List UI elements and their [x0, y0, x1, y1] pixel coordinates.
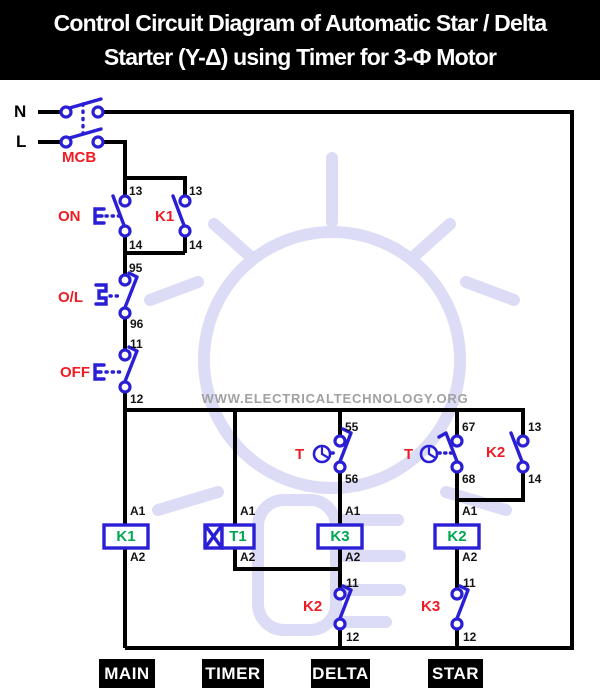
k2-coil-box: [433, 523, 481, 550]
terminal-number: A2: [130, 550, 146, 564]
push-button-actuator-icon: [93, 363, 106, 381]
on-button-label: ON: [58, 208, 81, 225]
terminal-number: 13: [528, 420, 542, 434]
k1-holding-contact-icon: [171, 194, 187, 230]
line-label: L: [16, 132, 27, 151]
terminal-number: A1: [130, 504, 146, 518]
branch-label-delta: DELTA: [311, 659, 370, 688]
t1-coil-label: T1: [229, 528, 247, 545]
branch-label-main: MAIN: [99, 659, 155, 688]
overload-contact-icon: [94, 271, 139, 312]
terminal-number: A2: [345, 550, 361, 564]
terminal-number: 11: [463, 576, 476, 590]
t1-delay-cross-icon: [203, 523, 224, 550]
mcb-label: MCB: [62, 149, 97, 166]
watermark-text: WWW.ELECTRICALTECHNOLOGY.ORG: [201, 391, 469, 406]
mcb-breaker-icon: [64, 97, 103, 141]
terminal-number: A2: [462, 550, 478, 564]
k1-coil-box: [102, 523, 150, 550]
k2-holding-contact-icon: [509, 431, 525, 466]
k2-coil-label: K2: [447, 528, 467, 545]
k2-interlock-contact-icon: [337, 584, 353, 623]
overload-heater-icon: [94, 283, 108, 306]
k1-coil-label: K1: [116, 528, 136, 545]
off-button-contact-icon: [93, 345, 139, 386]
k2-interlock-label: K2: [303, 598, 323, 615]
off-button-label: OFF: [60, 364, 90, 381]
title-line-2: Starter (Y-Δ) using Timer for 3-Φ Motor: [103, 44, 497, 70]
timer-clock-icon: [312, 444, 332, 464]
timer-contact-delta-icon: [312, 427, 353, 466]
terminal-number: A2: [240, 550, 256, 564]
terminal-number: 14: [189, 238, 203, 252]
push-button-actuator-icon: [93, 207, 106, 225]
k3-coil-box: [316, 523, 364, 550]
terminal-number: 67: [462, 420, 476, 434]
terminal-number: A1: [345, 504, 361, 518]
circuit-wires: [38, 110, 574, 650]
terminal-number: A1: [462, 504, 478, 518]
k3-coil-label: K3: [330, 528, 350, 545]
terminal-number: 12: [130, 392, 144, 406]
terminal-number: 96: [130, 317, 144, 331]
timer-contact-star-icon: [419, 431, 460, 466]
title-banner: Control Circuit Diagram of Automatic Sta…: [0, 0, 600, 80]
t1-coil-box: [220, 523, 256, 550]
k2-holding-label: K2: [486, 444, 506, 461]
timer-clock-icon: [419, 444, 439, 464]
terminal-number: 13: [189, 184, 203, 198]
timer-delta-label: T: [295, 446, 305, 463]
contact-terminals: [59, 105, 530, 631]
branch-label-star: STAR: [428, 659, 483, 688]
terminal-number: 12: [463, 630, 477, 644]
terminal-number: 95: [129, 261, 143, 275]
terminal-number: 55: [345, 420, 359, 434]
neutral-label: N: [14, 102, 27, 121]
k3-interlock-contact-icon: [454, 584, 470, 623]
k3-interlock-label: K3: [421, 598, 441, 615]
title-line-1: Control Circuit Diagram of Automatic Sta…: [53, 10, 548, 36]
terminal-number: 68: [462, 472, 476, 486]
terminal-number: A1: [240, 504, 256, 518]
terminal-number: 13: [129, 184, 143, 198]
terminal-number: 11: [346, 576, 359, 590]
terminal-number: 11: [130, 337, 143, 351]
terminal-number: 14: [129, 238, 143, 252]
on-button-contact-icon: [93, 194, 127, 230]
terminal-number: 56: [345, 472, 359, 486]
terminal-number: 14: [528, 472, 542, 486]
k1-holding-label: K1: [155, 208, 175, 225]
branch-label-timer: TIMER: [202, 659, 264, 688]
coil-boxes: [102, 523, 481, 550]
terminal-number: 12: [346, 630, 360, 644]
overload-label: O/L: [58, 289, 83, 306]
timer-star-label: T: [404, 446, 414, 463]
